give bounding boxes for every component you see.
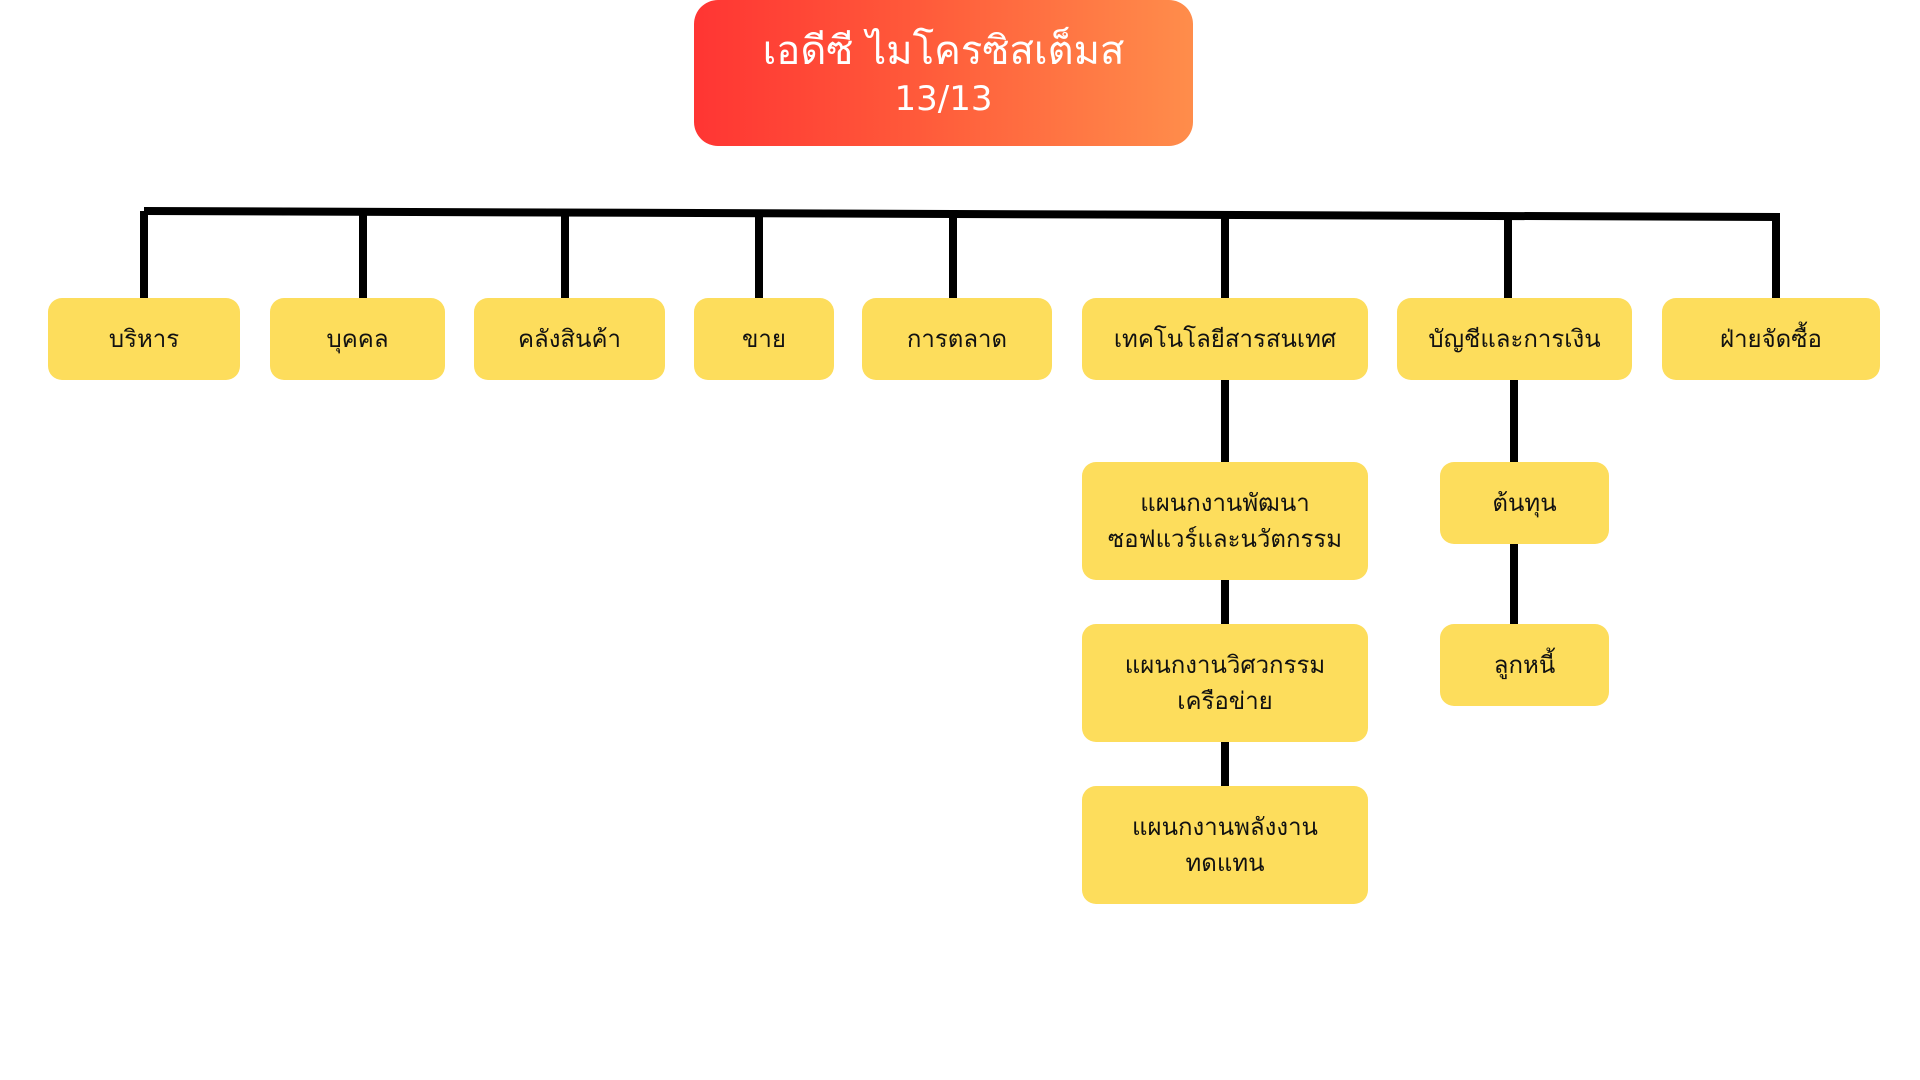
dept-box-bukkhon: บุคคล — [270, 298, 445, 380]
dept-box-purchasing: ฝ่ายจัดซื้อ — [1662, 298, 1880, 380]
finance-unit-receivables: ลูกหนี้ — [1440, 624, 1609, 706]
dept-box-finance: บัญชีและการเงิน — [1397, 298, 1632, 380]
org-chart-header: เอดีซี ไมโครซิสเต็มส 13/13 — [694, 0, 1193, 146]
dept-box-it: เทคโนโลยีสารสนเทศ — [1082, 298, 1368, 380]
it-unit-renewable-energy: แผนกงานพลังงาน ทดแทน — [1082, 786, 1368, 904]
org-chart-title: เอดีซี ไมโครซิสเต็มส — [762, 28, 1125, 74]
finance-unit-cost: ต้นทุน — [1440, 462, 1609, 544]
top-connector-bar — [143, 207, 1781, 221]
it-unit-network-engineering: แผนกงานวิศวกรรม เครือข่าย — [1082, 624, 1368, 742]
dept-box-khlangsinkha: คลังสินค้า — [474, 298, 665, 380]
dept-box-kantalat: การตลาด — [862, 298, 1052, 380]
dept-box-boriharn: บริหาร — [48, 298, 240, 380]
dept-box-khai: ขาย — [694, 298, 834, 380]
org-chart-subtitle: 13/13 — [894, 79, 993, 119]
it-unit-software-innovation: แผนกงานพัฒนา ซอฟแวร์และนวัตกรรม — [1082, 462, 1368, 580]
